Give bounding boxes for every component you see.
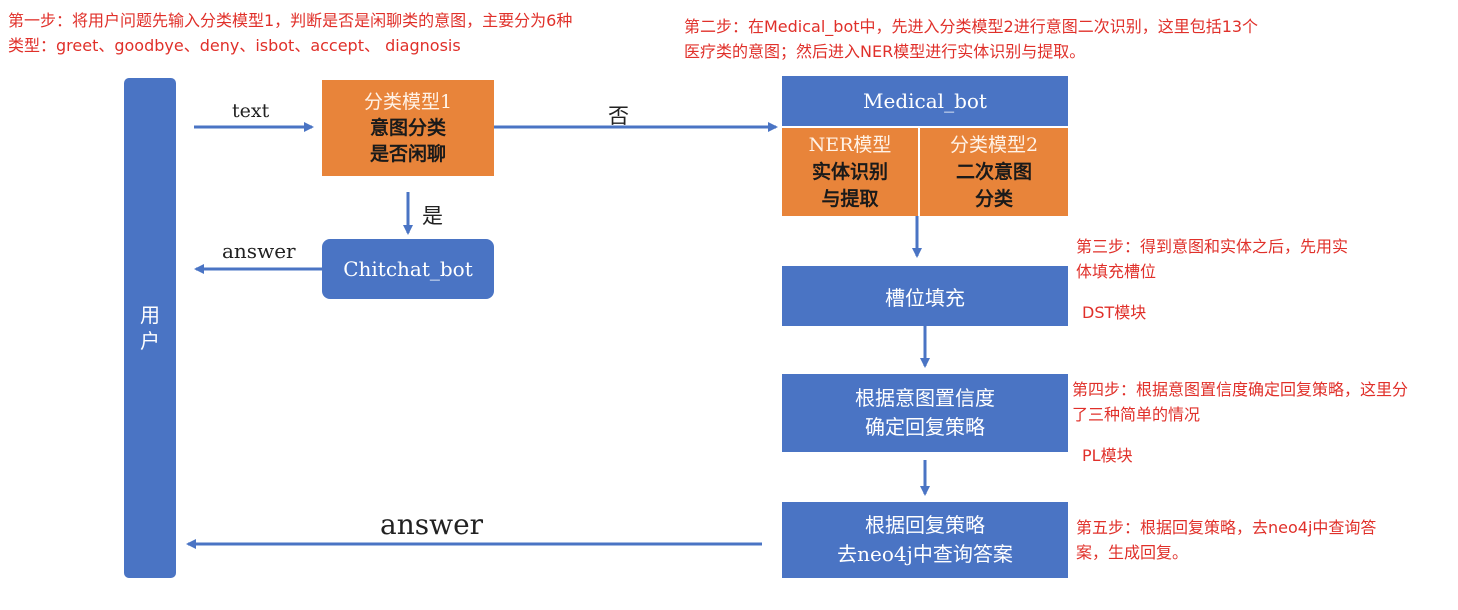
query-line2: 去neo4j中查询答案 [837, 542, 1013, 566]
classifier1-title: 分类模型1 [363, 91, 453, 113]
step3-line2: 体填充槽位 [1076, 262, 1157, 281]
step5-line2: 案，生成回复。 [1076, 543, 1189, 562]
step1-line1: 第一步：将用户问题先输入分类模型1，判断是否是闲聊类的意图，主要分为6种 [8, 11, 573, 30]
edge-label-text: text [232, 100, 270, 122]
step5-annotation: 第五步：根据回复策略，去neo4j中查询答 案，生成回复。 [1076, 515, 1376, 565]
step4-annotation: 第四步：根据意图置信度确定回复策略，这里分 了三种简单的情况 [1072, 377, 1408, 427]
step4-line1: 第四步：根据意图置信度确定回复策略，这里分 [1072, 380, 1409, 399]
slot-fill-label: 槽位填充 [885, 285, 965, 310]
edge-label-answer-small: answer [222, 239, 296, 263]
classifier2-line2: 二次意图 [955, 160, 1032, 183]
ner-title: NER模型 [808, 133, 892, 156]
classifier1-box: 分类模型1 意图分类 是否闲聊 [322, 80, 494, 176]
chitchat-bot-label: Chitchat_bot [343, 257, 473, 281]
ner-box: NER模型 实体识别 与提取 [782, 126, 918, 216]
classifier2-box: 分类模型2 二次意图 分类 [920, 126, 1068, 216]
query-box: 根据回复策略 去neo4j中查询答案 [782, 502, 1068, 578]
edge-label-yes: 是 [422, 204, 443, 228]
dst-label: DST模块 [1082, 303, 1147, 322]
policy-box: 根据意图置信度 确定回复策略 [782, 374, 1068, 452]
slot-fill-box: 槽位填充 [782, 266, 1068, 326]
step2-annotation: 第二步：在Medical_bot中，先进入分类模型2进行意图二次识别，这里包括1… [684, 14, 1258, 64]
pl-label: PL模块 [1082, 446, 1133, 465]
edge-label-answer-big: answer [380, 508, 484, 541]
ner-line3: 与提取 [821, 187, 879, 210]
step2-line2: 医疗类的意图；然后进入NER模型进行实体识别与提取。 [684, 42, 1086, 61]
step3-annotation: 第三步：得到意图和实体之后，先用实 体填充槽位 [1076, 234, 1348, 284]
medical-bot-box: Medical_bot [782, 76, 1068, 126]
step1-line2: 类型：greet、goodbye、deny、isbot、accept、 diag… [8, 36, 461, 55]
classifier1-line3: 是否闲聊 [369, 143, 446, 165]
classifier2-line3: 分类 [974, 187, 1013, 210]
step4-line2: 了三种简单的情况 [1072, 405, 1201, 424]
query-line1: 根据回复策略 [865, 513, 985, 537]
medical-bot-label: Medical_bot [863, 89, 987, 113]
user-label: 用户 [140, 303, 160, 353]
classifier2-title: 分类模型2 [949, 133, 1039, 156]
step2-line1: 第二步：在Medical_bot中，先进入分类模型2进行意图二次识别，这里包括1… [684, 17, 1259, 36]
classifier1-line2: 意图分类 [369, 117, 446, 139]
step5-line1: 第五步：根据回复策略，去neo4j中查询答 [1076, 518, 1377, 537]
ner-line2: 实体识别 [811, 160, 888, 183]
step3-line1: 第三步：得到意图和实体之后，先用实 [1076, 237, 1349, 256]
chitchat-bot-box: Chitchat_bot [322, 239, 494, 299]
policy-line1: 根据意图置信度 [855, 386, 995, 410]
policy-line2: 确定回复策略 [865, 415, 985, 439]
step1-annotation: 第一步：将用户问题先输入分类模型1，判断是否是闲聊类的意图，主要分为6种 类型：… [8, 8, 572, 58]
user-box: 用户 [124, 78, 176, 578]
edge-label-no: 否 [608, 104, 629, 128]
